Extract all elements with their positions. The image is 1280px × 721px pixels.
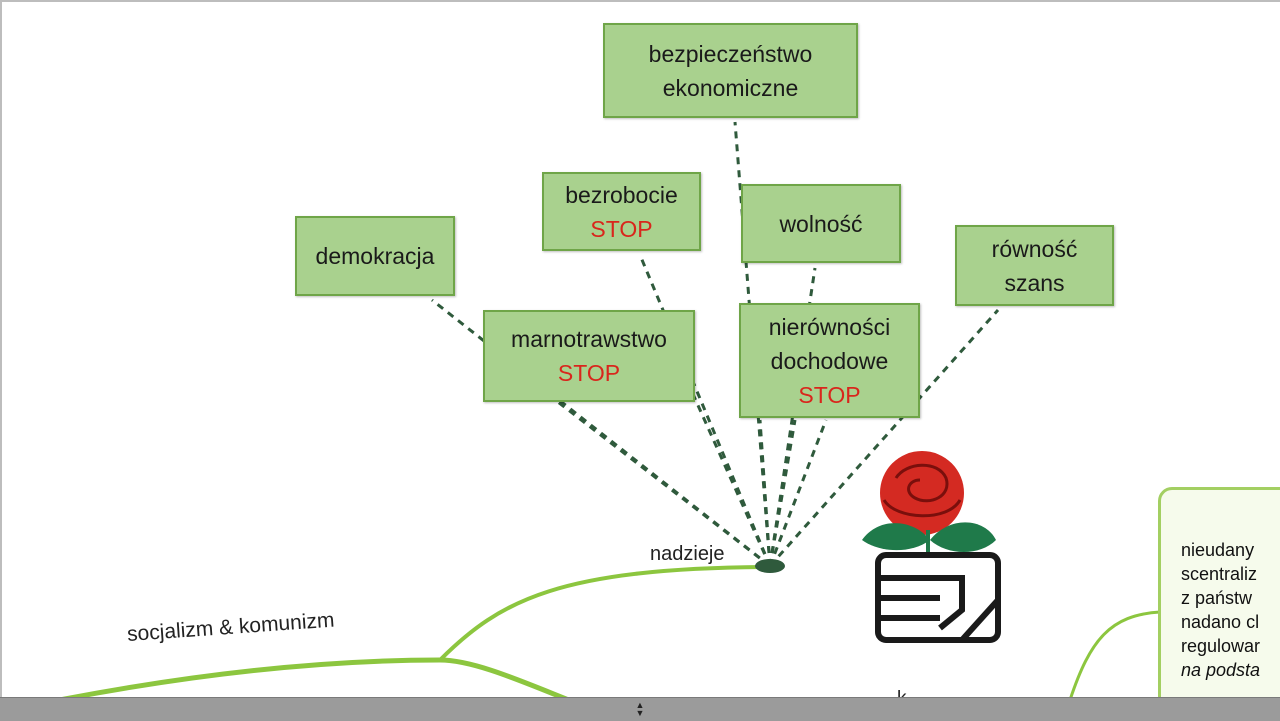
note-line-4: nadano cl xyxy=(1181,612,1260,632)
connector-rownosc xyxy=(768,309,1000,567)
node-rownosc-line-1: równość xyxy=(991,235,1078,262)
node-nierownosci-line-2: dochodowe xyxy=(770,347,889,374)
hub-node[interactable] xyxy=(755,559,785,573)
node-nierownosci-line-1: nierówności xyxy=(768,313,891,340)
node-nierownosci-dochodowe[interactable]: nierówności dochodowe STOP xyxy=(739,303,920,418)
note-line-1: nieudany xyxy=(1181,540,1255,560)
node-demokracja[interactable]: demokracja xyxy=(295,216,455,296)
frame-left-edge xyxy=(0,0,2,697)
connector-nierownosci-1 xyxy=(758,419,772,567)
node-bezpieczenstwo-line-1: bezpieczeństwo xyxy=(648,40,813,67)
note-box[interactable]: nieudany scentraliz z państw nadano cl r… xyxy=(1158,487,1280,717)
branch-line-right xyxy=(1068,610,1161,701)
node-nierownosci-stop: STOP xyxy=(798,381,861,408)
note-line-5: regulowar xyxy=(1181,636,1261,656)
connector-marnotrawstwo-2 xyxy=(690,391,772,567)
branch-line-main xyxy=(0,657,603,715)
bottom-scroll-bar[interactable]: ▲▼ xyxy=(0,697,1280,721)
node-bezpieczenstwo-line-2: ekonomiczne xyxy=(662,74,799,101)
node-wolnosc-line-1: wolność xyxy=(779,210,863,237)
note-line-2: scentraliz xyxy=(1181,564,1258,584)
node-marnotrawstwo[interactable]: marnotrawstwo STOP xyxy=(483,310,695,402)
node-wolnosc[interactable]: wolność xyxy=(741,184,901,263)
branch-line-hopes xyxy=(438,565,772,662)
node-marnotrawstwo-line-1: marnotrawstwo xyxy=(511,326,667,352)
connector-marnotrawstwo-1 xyxy=(557,400,771,568)
node-rownosc-line-2: szans xyxy=(1004,269,1065,296)
resize-handle-icon[interactable]: ▲▼ xyxy=(635,700,645,718)
node-rownosc-szans[interactable]: równość szans xyxy=(955,225,1114,306)
node-marnotrawstwo-stop: STOP xyxy=(557,360,621,386)
connector-nierownosci-2 xyxy=(768,419,797,567)
frame-top-edge xyxy=(0,0,1280,2)
node-bezrobocie-stop: STOP xyxy=(590,215,653,242)
note-line-6: na podsta xyxy=(1181,660,1261,680)
note-line-3: z państw xyxy=(1181,588,1253,608)
node-demokracja-line-1: demokracja xyxy=(315,243,435,269)
connector-nierownosci-3 xyxy=(768,419,828,567)
node-bezrobocie[interactable]: bezrobocie STOP xyxy=(542,172,701,251)
branch-label-partial: k xyxy=(897,688,907,697)
rose-in-fist-icon xyxy=(862,451,1001,643)
node-bezpieczenstwo-ekonomiczne[interactable]: bezpieczeństwo ekonomiczne xyxy=(603,23,858,118)
node-bezrobocie-line-1: bezrobocie xyxy=(565,181,678,208)
branch-label-hopes[interactable]: nadzieje xyxy=(650,543,725,565)
